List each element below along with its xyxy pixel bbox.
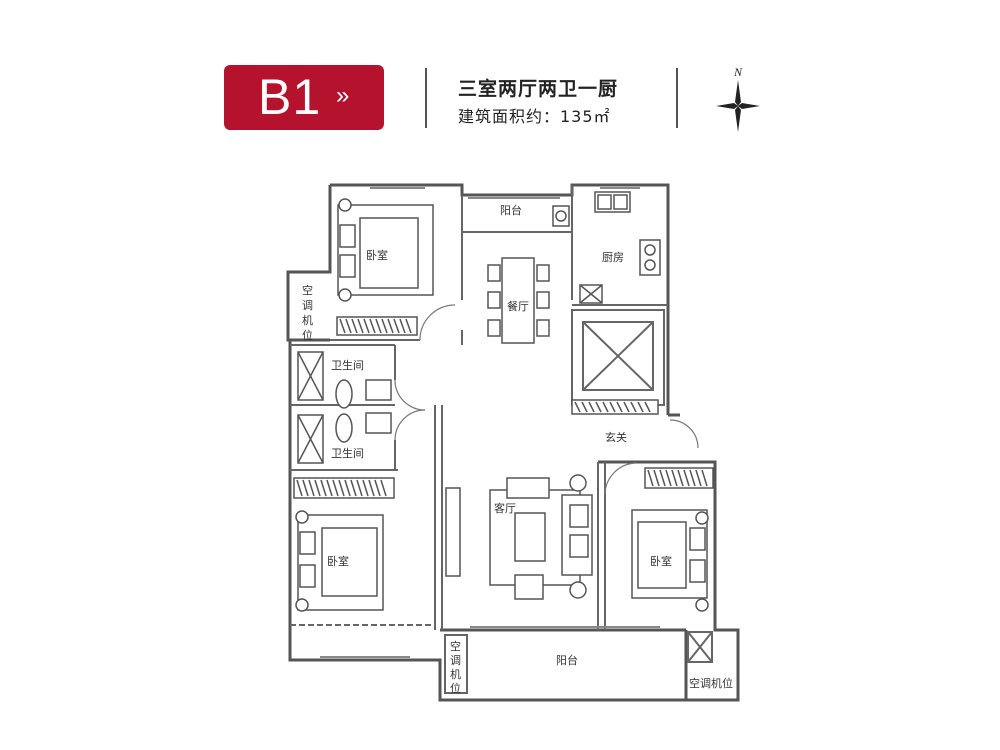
- double-chevron-icon: »: [336, 82, 350, 109]
- label-kitchen: 厨房: [602, 251, 624, 264]
- header-divider-right: [676, 68, 678, 128]
- layout-title: 三室两厅两卫一厨: [458, 78, 619, 100]
- label-ac-west-3: 机: [302, 313, 313, 327]
- doors: [394, 304, 699, 496]
- unit-badge: B1 »: [224, 65, 384, 130]
- header-divider-left: [425, 68, 427, 128]
- label-balcony-north: 阳台: [500, 203, 522, 217]
- windows: [320, 187, 660, 658]
- label-ac-west-4: 位: [302, 328, 313, 342]
- label-ac-south-3: 机: [450, 667, 461, 681]
- north-compass-icon: N: [716, 65, 760, 132]
- label-bedroom-se: 卧室: [650, 554, 672, 568]
- label-ac-south-1: 空: [450, 639, 461, 653]
- label-ac-south-4: 位: [450, 681, 461, 695]
- dining-table: [501, 257, 535, 344]
- label-ac-west-1: 空: [302, 283, 313, 297]
- room-labels: 卧室 阳台 厨房 餐厅 空 调 机 位 卫生间 卫生间 玄关 客厅 卧室 卧室 …: [302, 203, 733, 695]
- label-balcony-south: 阳台: [556, 653, 578, 667]
- compass-north-label: N: [733, 65, 743, 79]
- label-ac-south-2: 调: [450, 654, 461, 667]
- area-label: 建筑面积约：135㎡: [458, 107, 611, 126]
- tv-cabinet: [506, 477, 550, 499]
- label-bath-1: 卫生间: [331, 358, 364, 372]
- label-foyer: 玄关: [605, 430, 627, 444]
- wardrobes: [293, 316, 714, 499]
- label-ac-east: 空调机位: [689, 676, 733, 690]
- label-bedroom-sw: 卧室: [327, 554, 349, 568]
- label-bath-2: 卫生间: [331, 446, 364, 460]
- coffee-table: [514, 512, 546, 562]
- label-ac-west-2: 调: [302, 299, 313, 312]
- label-bedroom-nw: 卧室: [366, 248, 388, 262]
- label-living: 客厅: [494, 501, 516, 515]
- unit-code: B1: [258, 69, 322, 125]
- label-dining: 餐厅: [507, 299, 529, 313]
- furniture: [295, 191, 709, 612]
